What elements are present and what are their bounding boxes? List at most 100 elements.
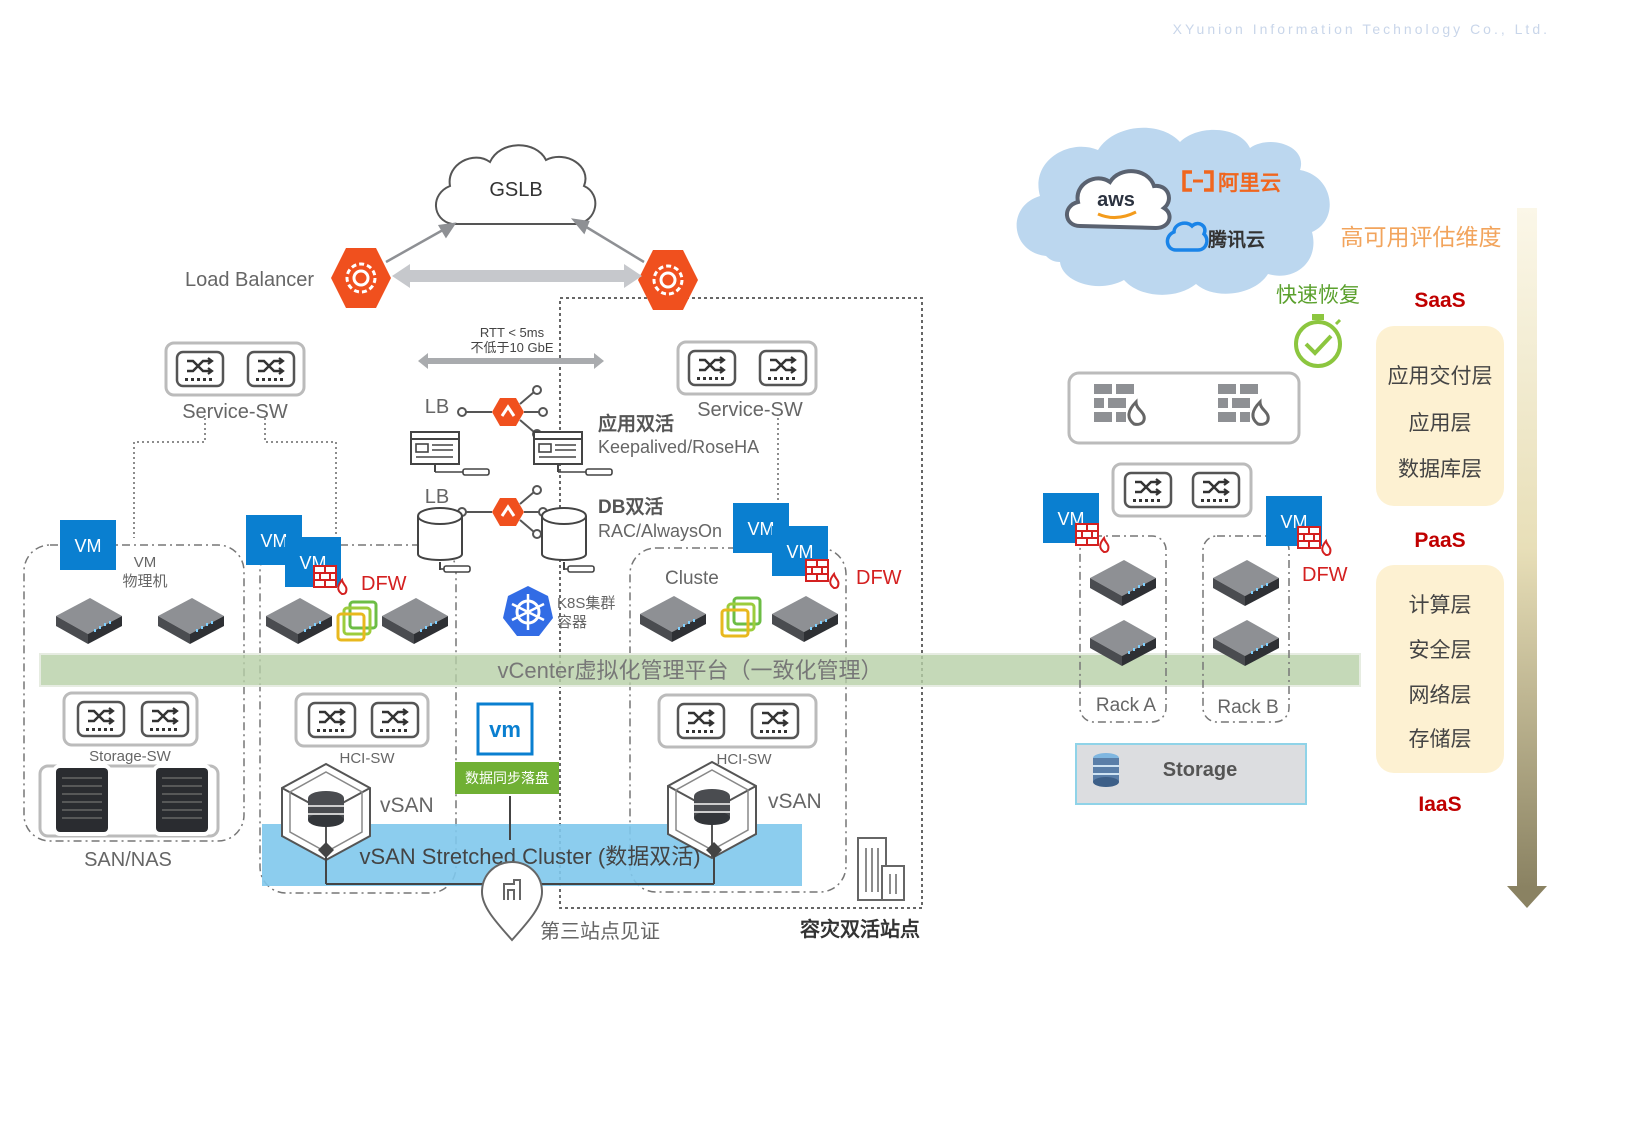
vmware-vm-logo: vm bbox=[476, 702, 534, 756]
right-hci-switch-group: HCI-SW bbox=[657, 693, 818, 768]
svg-text:VM: VM bbox=[787, 542, 814, 562]
legend-paas: PaaS bbox=[1414, 529, 1465, 552]
ha-dimension-arrow bbox=[1507, 208, 1547, 908]
lb1-node-icon bbox=[456, 384, 549, 440]
stopwatch-icon bbox=[1294, 314, 1342, 368]
gslb-label: GSLB bbox=[489, 179, 542, 201]
vsan-stretched-label: vSAN Stretched Cluster (数据双活) bbox=[359, 844, 700, 869]
switch-icon bbox=[687, 349, 737, 387]
company-watermark: XYunion Information Technology Co., Ltd. bbox=[1173, 21, 1550, 37]
app-server-icon bbox=[410, 431, 490, 476]
svg-text:阿里云: 阿里云 bbox=[1218, 172, 1281, 195]
building-icon bbox=[857, 837, 905, 901]
dfw-firewall-icon bbox=[805, 559, 840, 589]
left-dfw-label: DFW bbox=[361, 573, 407, 595]
storage-switch-group: Storage-SW bbox=[62, 691, 199, 765]
switch-icon bbox=[246, 350, 296, 388]
storage-server-icon bbox=[151, 763, 213, 837]
rack-b-boundary bbox=[1202, 535, 1290, 723]
load-balancer-label: Load Balancer bbox=[185, 269, 314, 291]
right-service-sw-label: Service-SW bbox=[697, 399, 803, 421]
app-active-sub: Keepalived/RoseHA bbox=[598, 437, 759, 457]
lb1-label: LB bbox=[425, 396, 449, 418]
rack-a-boundary bbox=[1079, 535, 1167, 723]
link-node bbox=[318, 842, 334, 858]
lb2-label: LB bbox=[425, 486, 449, 508]
svg-text:Storage: Storage bbox=[1163, 759, 1237, 781]
svg-text:VM: VM bbox=[75, 536, 102, 556]
server-icon bbox=[1090, 560, 1156, 606]
k8s-label-line1: K8S集群 bbox=[557, 595, 615, 612]
app-active-title: 应用双活 bbox=[598, 412, 674, 435]
left-hci-sw-label: HCI-SW bbox=[340, 750, 396, 767]
svg-text:VM: VM bbox=[748, 519, 775, 539]
paas-item: 网络层 bbox=[1409, 684, 1472, 707]
saas-box bbox=[1376, 326, 1504, 506]
server-icon bbox=[640, 596, 706, 642]
third-site-label: 第三站点见证 bbox=[540, 920, 660, 943]
database-icon bbox=[541, 507, 595, 573]
load-balancer-right-icon bbox=[636, 248, 700, 312]
legend-saas: SaaS bbox=[1414, 289, 1465, 312]
storage-sw-label: Storage-SW bbox=[89, 748, 172, 765]
server-icon bbox=[56, 598, 122, 644]
switch-icon bbox=[750, 702, 800, 740]
paas-item: 安全层 bbox=[1409, 639, 1472, 662]
third-site-pin-icon bbox=[480, 860, 544, 942]
saas-item: 应用层 bbox=[1409, 412, 1472, 435]
left-physical-cluster-boundary bbox=[23, 544, 245, 842]
svg-text:腾讯云: 腾讯云 bbox=[1207, 228, 1265, 251]
right-vsan-label: vSAN bbox=[768, 790, 822, 813]
right-dfw-label: DFW bbox=[856, 567, 902, 589]
svg-text:VM: VM bbox=[261, 531, 288, 551]
dr-site-label: 容灾双活站点 bbox=[800, 917, 920, 941]
storage-server-icon bbox=[51, 763, 113, 837]
rtt-label: RTT < 5ms bbox=[480, 325, 545, 340]
gslb-cloud: GSLB bbox=[435, 144, 597, 225]
switch-icon bbox=[1191, 471, 1241, 509]
tencent-cloud-logo: 腾讯云 bbox=[1165, 221, 1265, 252]
switch-icon bbox=[370, 701, 420, 739]
legend-iaas: IaaS bbox=[1418, 793, 1461, 816]
bandwidth-label: 不低于10 GbE bbox=[470, 340, 553, 355]
paas-box bbox=[1376, 565, 1504, 773]
left-vsan-label: vSAN bbox=[380, 794, 434, 817]
legend-title: 高可用评估维度 bbox=[1341, 224, 1502, 250]
vm-badge: VM bbox=[60, 520, 116, 570]
rtt-link: RTT < 5ms 不低于10 GbE bbox=[418, 325, 604, 369]
saas-item: 应用交付层 bbox=[1388, 365, 1493, 388]
switch-icon bbox=[140, 700, 190, 738]
left-service-switch-group: Service-SW bbox=[164, 341, 306, 423]
db-active-sub: RAC/AlwaysOn bbox=[598, 521, 722, 541]
svg-text:数据同步落盘: 数据同步落盘 bbox=[465, 770, 549, 786]
load-balancer-left-icon bbox=[329, 246, 393, 310]
vm-physical-label-line2: 物理机 bbox=[122, 573, 167, 590]
fast-recovery-label: 快速恢复 bbox=[1276, 284, 1360, 307]
kubernetes-icon bbox=[503, 586, 553, 636]
aliyun-logo: 阿里云 bbox=[1182, 170, 1281, 195]
aws-cloud-icon: aws bbox=[1065, 169, 1172, 231]
right-service-switch-group: Service-SW bbox=[676, 340, 818, 421]
rack-a-label: Rack A bbox=[1096, 695, 1157, 716]
rack-switch-group bbox=[1111, 462, 1253, 518]
svg-text:aws: aws bbox=[1097, 189, 1135, 211]
dfw-firewall-icon bbox=[1297, 526, 1332, 556]
dfw-firewall-icon bbox=[313, 565, 348, 595]
server-icon bbox=[1213, 560, 1279, 606]
switch-icon bbox=[758, 349, 808, 387]
db-active-title: DB双活 bbox=[598, 495, 663, 518]
right-cluster-boundary bbox=[629, 547, 847, 893]
switch-icon bbox=[1123, 471, 1173, 509]
dr-site-boundary bbox=[559, 297, 923, 909]
server-icon bbox=[772, 596, 838, 642]
switch-icon bbox=[175, 350, 225, 388]
paas-item: 存储层 bbox=[1409, 728, 1472, 751]
lb2-node-icon bbox=[456, 484, 549, 540]
right-hci-sw-label: HCI-SW bbox=[717, 751, 773, 768]
left-hci-switch-group: HCI-SW bbox=[294, 692, 430, 767]
left-uplink-lines bbox=[133, 418, 337, 548]
san-nas-label: SAN/NAS bbox=[84, 849, 172, 871]
left-vm-cluster-boundary bbox=[259, 544, 457, 894]
firewall-appliance-group bbox=[1067, 371, 1301, 445]
